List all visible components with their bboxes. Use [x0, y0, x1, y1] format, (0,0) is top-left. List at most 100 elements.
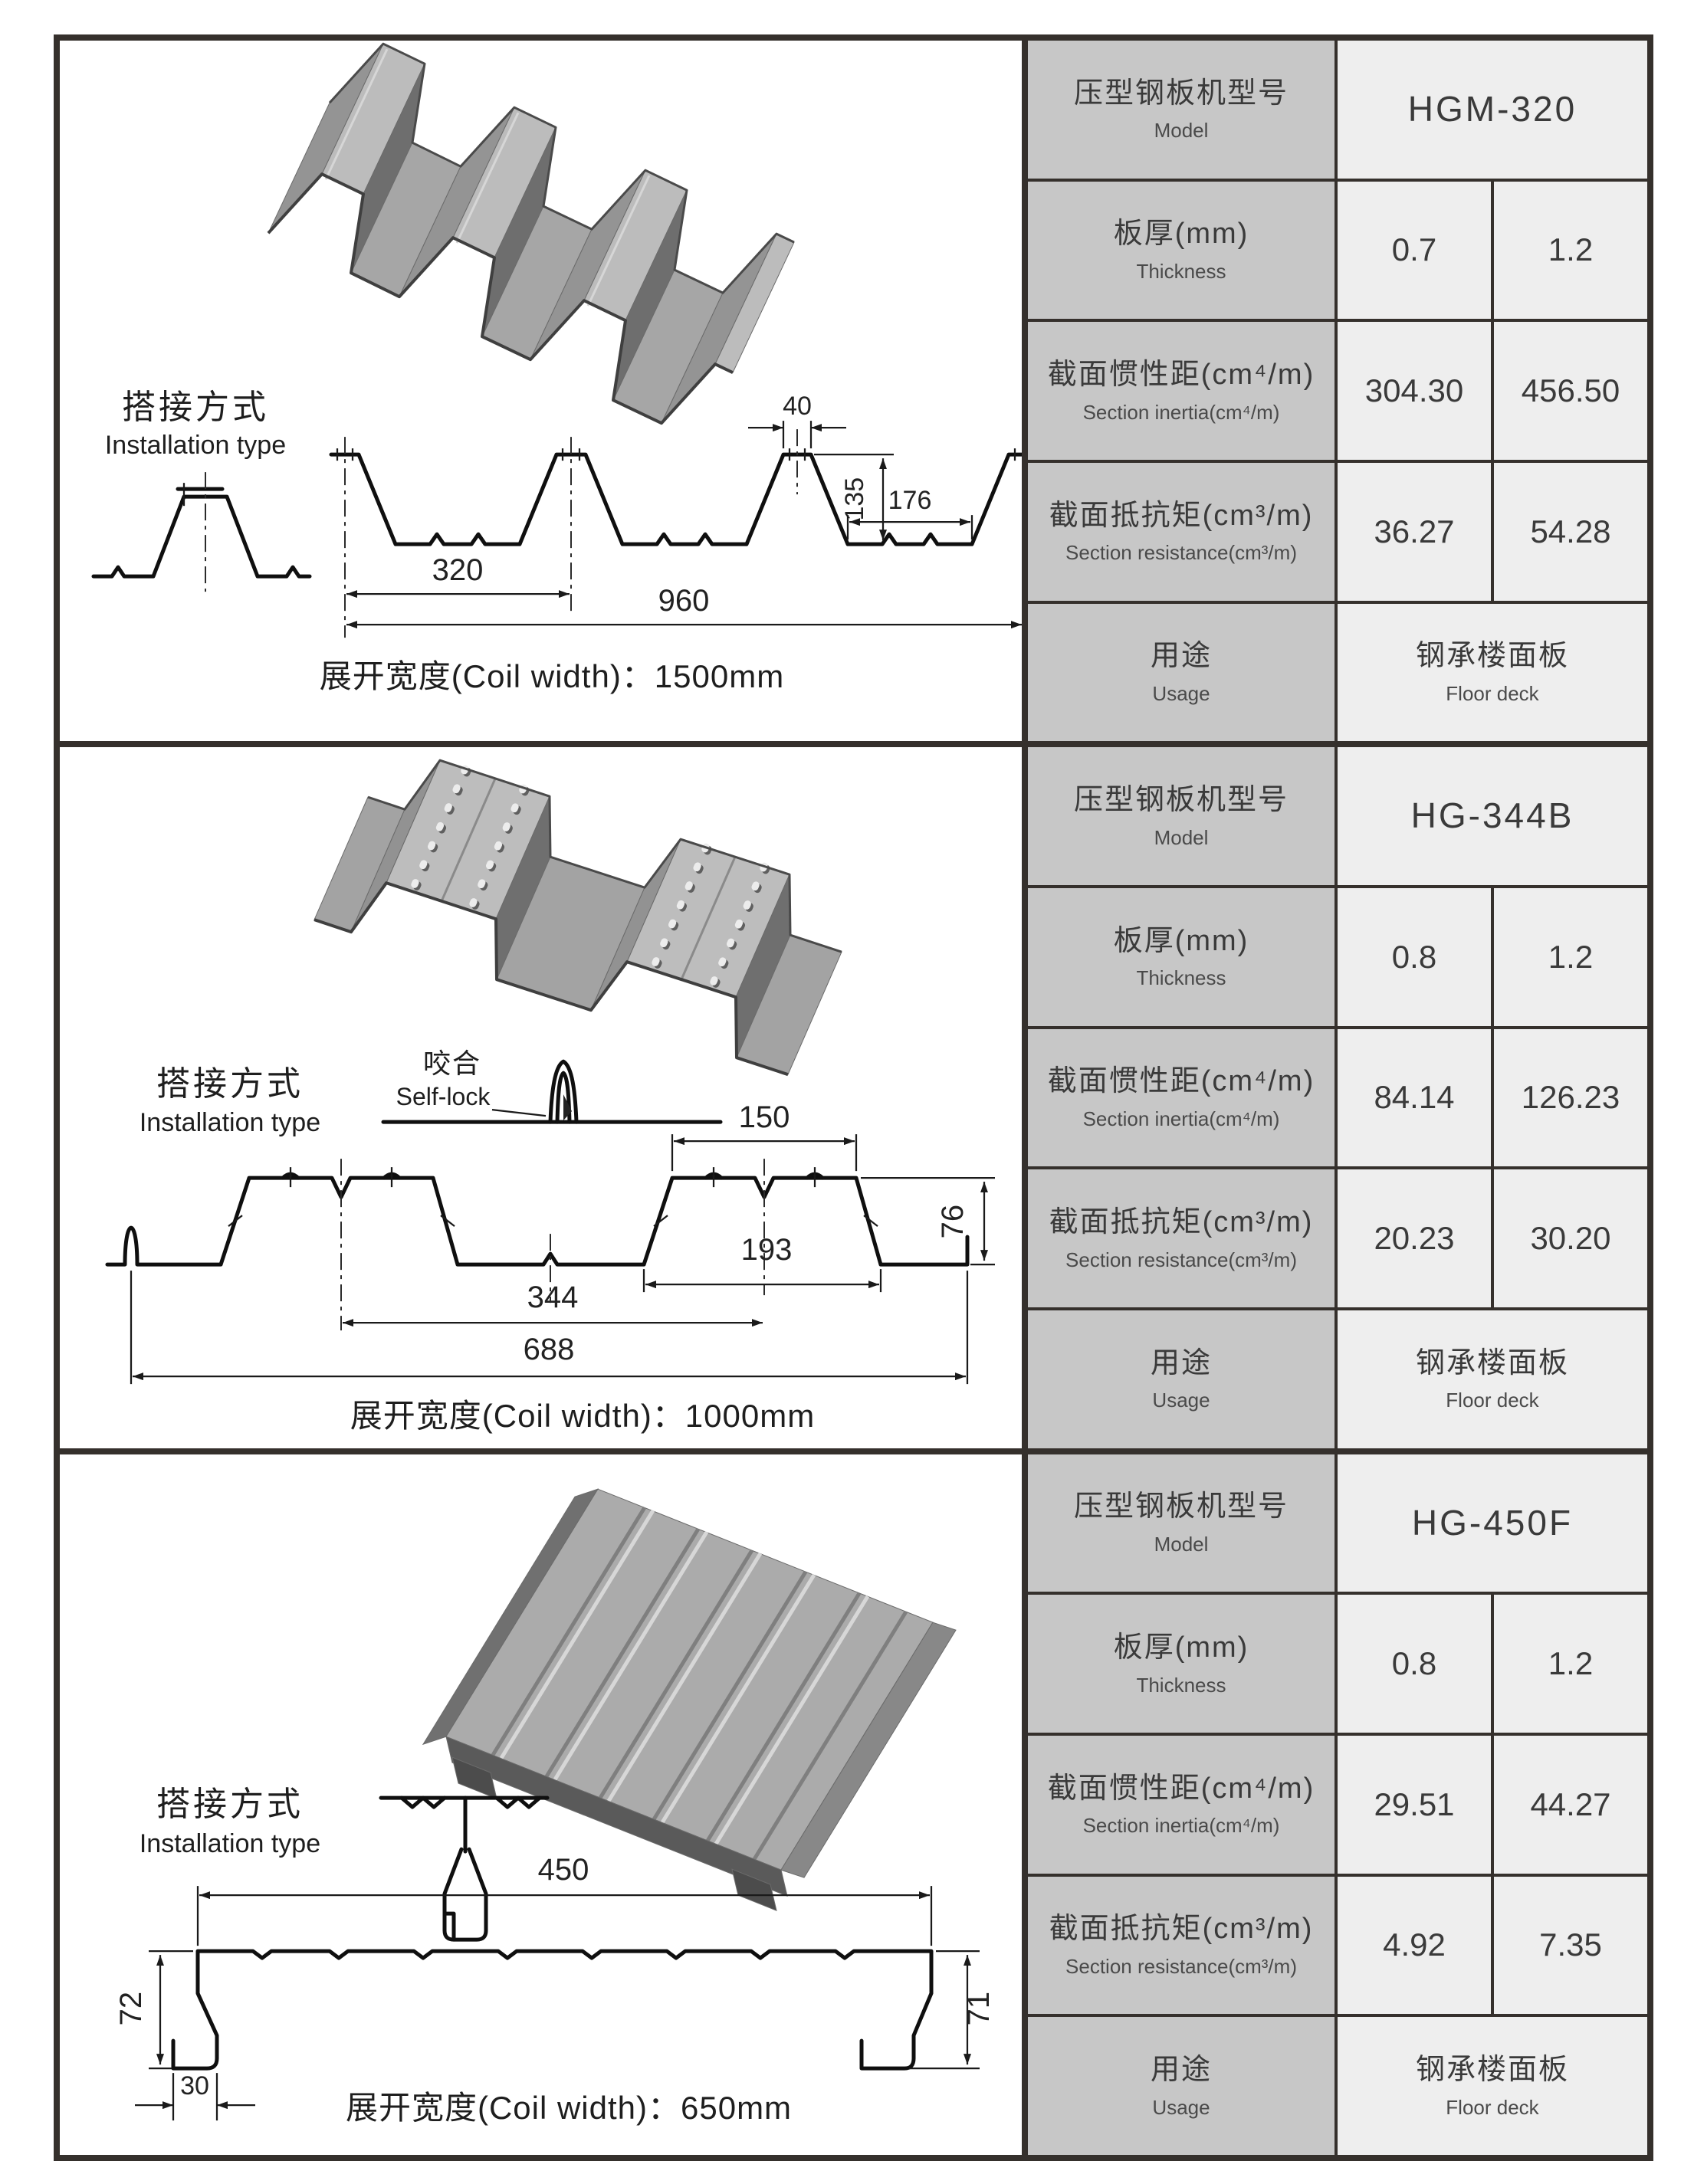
installation-diagram-3	[379, 1795, 550, 1942]
dimension-overall: 688	[524, 1333, 575, 1366]
resistance-label-en: Section resistance(cm³/m)	[1065, 1248, 1297, 1271]
product-section-hg450f: 搭接方式 Installation type 450	[60, 1454, 1647, 2155]
thickness-label-cell: 板厚(mm) Thickness	[1028, 1595, 1335, 1733]
model-value: HG-344B	[1410, 795, 1574, 836]
usage-label-cn: 用途	[1150, 640, 1212, 673]
diagram-area-3: 搭接方式 Installation type 450	[60, 1454, 1022, 2155]
usage-value-cell: 钢承楼面板 Floor deck	[1338, 1310, 1647, 1448]
resistance-label-cell: 截面抵抗矩(cm³/m) Section resistance(cm³/m)	[1028, 462, 1335, 601]
usage-label-en: Usage	[1152, 681, 1210, 705]
inertia-value-2: 456.50	[1494, 322, 1647, 460]
inertia-label-cell: 截面惯性距(cm⁴/m) Section inertia(cm⁴/m)	[1028, 1028, 1335, 1167]
cross-section-1: 40 135 176 320 960	[329, 392, 1022, 638]
selflock-label-en: Self-lock	[396, 1083, 491, 1110]
cross-section-3: 450 72 71 30	[114, 1853, 996, 2120]
model-label-cn: 压型钢板机型号	[1073, 77, 1289, 110]
usage-label-cn: 用途	[1150, 1346, 1212, 1379]
model-label-en: Model	[1154, 119, 1209, 143]
resistance-label-cell: 截面抵抗矩(cm³/m) Section resistance(cm³/m)	[1028, 1169, 1335, 1307]
inertia-label-en: Section inertia(cm⁴/m)	[1082, 1107, 1280, 1130]
usage-value-cn: 钢承楼面板	[1415, 1346, 1569, 1379]
resistance-label-cn: 截面抵抗矩(cm³/m)	[1049, 1913, 1314, 1946]
model-label-cell: 压型钢板机型号 Model	[1028, 1454, 1335, 1592]
model-value-cell: HG-450F	[1338, 1454, 1647, 1592]
install-label-en: Installation type	[140, 1108, 320, 1137]
resistance-label-cell: 截面抵抗矩(cm³/m) Section resistance(cm³/m)	[1028, 1876, 1335, 2015]
dimension-rib-height: 135	[840, 477, 869, 521]
cross-section-2: 150 76 193 344 688	[105, 1100, 995, 1385]
product-section-hgm320: 搭接方式 Installation type	[60, 41, 1647, 748]
coil-width-note-3: 展开宽度(Coil width)：650mm	[346, 2090, 792, 2126]
resistance-label-en: Section resistance(cm³/m)	[1065, 1954, 1297, 1978]
dimension-crown-width: 150	[739, 1100, 790, 1134]
install-label-cn: 搭接方式	[156, 1065, 304, 1103]
thickness-label-cn: 板厚(mm)	[1113, 218, 1249, 251]
model-value: HG-450F	[1411, 1502, 1574, 1543]
dimension-pitch: 344	[527, 1281, 579, 1314]
dimension-pitch: 320	[432, 553, 484, 587]
technical-drawing-2: 搭接方式 Installation type 咬合 Self-lock	[105, 759, 995, 1434]
usage-label-cell: 用途 Usage	[1028, 2017, 1335, 2155]
install-label-cn: 搭接方式	[122, 389, 269, 426]
inertia-label-cn: 截面惯性距(cm⁴/m)	[1047, 1065, 1315, 1098]
diagram-area-1: 搭接方式 Installation type	[60, 41, 1022, 742]
inertia-label-cell: 截面惯性距(cm⁴/m) Section inertia(cm⁴/m)	[1028, 322, 1335, 460]
inertia-value-1: 84.14	[1338, 1028, 1491, 1167]
dimension-left-height: 72	[114, 1992, 148, 2026]
thickness-value-2: 1.2	[1494, 181, 1647, 320]
model-label-cell: 压型钢板机型号 Model	[1028, 747, 1335, 885]
inertia-label-cn: 截面惯性距(cm⁴/m)	[1047, 359, 1315, 392]
resistance-value-2: 30.20	[1494, 1169, 1647, 1307]
thickness-label-en: Thickness	[1136, 259, 1226, 283]
model-value: HGM-320	[1407, 89, 1577, 130]
thickness-value-1: 0.7	[1338, 181, 1491, 320]
technical-drawing-3: 搭接方式 Installation type 450	[114, 1487, 996, 2126]
profile-3d-render	[314, 759, 842, 1077]
inertia-value-1: 304.30	[1338, 322, 1491, 460]
usage-label-en: Usage	[1152, 1389, 1210, 1412]
diagram-area-2: 搭接方式 Installation type 咬合 Self-lock	[60, 747, 1022, 1448]
install-label-cn: 搭接方式	[156, 1786, 304, 1823]
coil-width-note-2: 展开宽度(Coil width)：1000mm	[350, 1398, 815, 1434]
model-label-en: Model	[1154, 1532, 1209, 1556]
usage-value-cn: 钢承楼面板	[1415, 2054, 1569, 2087]
profile-3d-render	[422, 1487, 957, 1911]
dimension-valley-width: 176	[888, 486, 932, 515]
dimension-valley-width: 193	[741, 1233, 793, 1267]
usage-label-cell: 用途 Usage	[1028, 1310, 1335, 1448]
dimension-right-height: 71	[962, 1992, 996, 2026]
model-label-cell: 压型钢板机型号 Model	[1028, 41, 1335, 179]
resistance-value-1: 20.23	[1338, 1169, 1491, 1307]
usage-label-en: Usage	[1152, 2095, 1210, 2119]
model-value-cell: HGM-320	[1338, 41, 1647, 179]
usage-value-cell: 钢承楼面板 Floor deck	[1338, 603, 1647, 742]
dimension-rib-height: 76	[936, 1205, 970, 1239]
model-value-cell: HG-344B	[1338, 747, 1647, 885]
technical-drawing-1: 搭接方式 Installation type	[91, 42, 1022, 694]
coil-width-note-1: 展开宽度(Coil width)：1500mm	[320, 658, 784, 694]
resistance-label-en: Section resistance(cm³/m)	[1065, 541, 1297, 565]
model-label-en: Model	[1154, 825, 1209, 849]
thickness-value-1: 0.8	[1338, 1595, 1491, 1733]
thickness-label-cn: 板厚(mm)	[1113, 924, 1249, 957]
inertia-value-2: 126.23	[1494, 1028, 1647, 1167]
inertia-value-1: 29.51	[1338, 1735, 1491, 1874]
resistance-label-cn: 截面抵抗矩(cm³/m)	[1049, 1206, 1314, 1239]
spec-table-hgm320: 压型钢板机型号 Model HGM-320 板厚(mm) Thickness 0…	[1022, 41, 1647, 742]
inertia-label-en: Section inertia(cm⁴/m)	[1082, 400, 1280, 424]
dimension-top-width: 450	[538, 1853, 589, 1887]
spec-table-hg344b: 压型钢板机型号 Model HG-344B 板厚(mm) Thickness 0…	[1022, 747, 1647, 1448]
inertia-label-cell: 截面惯性距(cm⁴/m) Section inertia(cm⁴/m)	[1028, 1735, 1335, 1874]
thickness-value-2: 1.2	[1494, 887, 1647, 1026]
thickness-label-cell: 板厚(mm) Thickness	[1028, 887, 1335, 1026]
embossing-dimples	[408, 765, 770, 995]
install-label-en: Installation type	[140, 1829, 320, 1858]
install-label-en: Installation type	[105, 431, 286, 460]
dimension-crown-width: 40	[783, 392, 812, 421]
usage-value-cell: 钢承楼面板 Floor deck	[1338, 2017, 1647, 2155]
thickness-value-2: 1.2	[1494, 1595, 1647, 1733]
dimension-foot-width: 30	[180, 2071, 209, 2100]
resistance-label-cn: 截面抵抗矩(cm³/m)	[1049, 499, 1314, 532]
inertia-label-en: Section inertia(cm⁴/m)	[1082, 1814, 1280, 1838]
selflock-detail: 咬合 Self-lock	[381, 1048, 723, 1124]
